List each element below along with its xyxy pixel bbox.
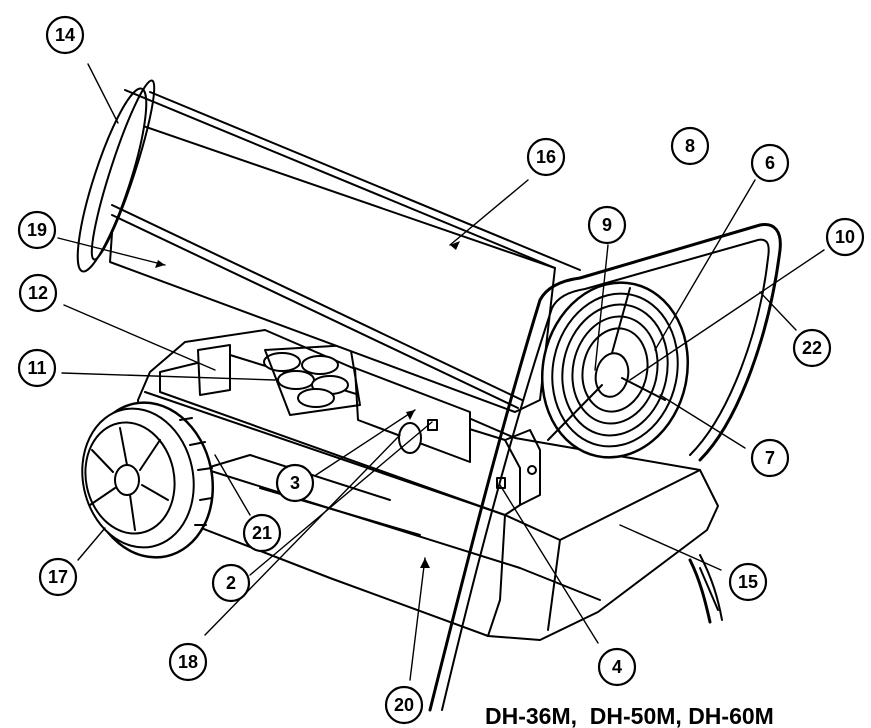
callout-18: 18 bbox=[168, 642, 208, 682]
svg-text:22: 22 bbox=[802, 338, 822, 358]
callout-7: 7 bbox=[750, 438, 790, 478]
callout-9: 9 bbox=[587, 205, 627, 245]
fan-guard bbox=[540, 281, 690, 459]
svg-text:17: 17 bbox=[48, 567, 68, 587]
control-knobs bbox=[263, 344, 361, 416]
svg-text:8: 8 bbox=[685, 136, 695, 156]
svg-text:2: 2 bbox=[226, 573, 236, 593]
svg-text:16: 16 bbox=[536, 147, 556, 167]
heater-cylinder bbox=[76, 79, 581, 413]
callout-12: 12 bbox=[18, 273, 58, 313]
callout-17: 17 bbox=[38, 557, 78, 597]
svg-text:6: 6 bbox=[765, 153, 775, 173]
callout-6: 6 bbox=[750, 143, 790, 183]
callout-3: 3 bbox=[275, 463, 315, 503]
callout-16: 16 bbox=[526, 137, 566, 177]
callout-20: 20 bbox=[384, 685, 424, 725]
callout-8: 8 bbox=[670, 126, 710, 166]
callout-2: 2 bbox=[211, 563, 251, 603]
svg-text:21: 21 bbox=[252, 523, 272, 543]
svg-text:10: 10 bbox=[835, 227, 855, 247]
callout-22: 22 bbox=[792, 328, 832, 368]
svg-text:3: 3 bbox=[290, 473, 300, 493]
svg-text:20: 20 bbox=[394, 695, 414, 715]
svg-text:18: 18 bbox=[178, 652, 198, 672]
svg-text:15: 15 bbox=[738, 572, 758, 592]
svg-text:11: 11 bbox=[27, 358, 46, 378]
wheel bbox=[81, 401, 215, 559]
svg-text:14: 14 bbox=[55, 25, 75, 45]
callout-4: 4 bbox=[597, 647, 637, 687]
leader-lines bbox=[57, 63, 825, 681]
callout-15: 15 bbox=[728, 562, 768, 602]
svg-text:9: 9 bbox=[602, 215, 612, 235]
callout-21: 21 bbox=[242, 513, 282, 553]
model-title: DH-36M, DH-50M, DH-60M bbox=[485, 703, 774, 728]
svg-text:19: 19 bbox=[27, 220, 47, 240]
svg-text:7: 7 bbox=[765, 448, 775, 468]
callout-19: 19 bbox=[17, 210, 57, 250]
callout-11: 11 bbox=[17, 348, 57, 388]
callouts: 14 16 8 6 9 10 19 12 bbox=[17, 15, 865, 725]
svg-text:12: 12 bbox=[28, 283, 48, 303]
svg-text:4: 4 bbox=[612, 657, 622, 677]
callout-10: 10 bbox=[825, 217, 865, 257]
callout-14: 14 bbox=[45, 15, 85, 55]
